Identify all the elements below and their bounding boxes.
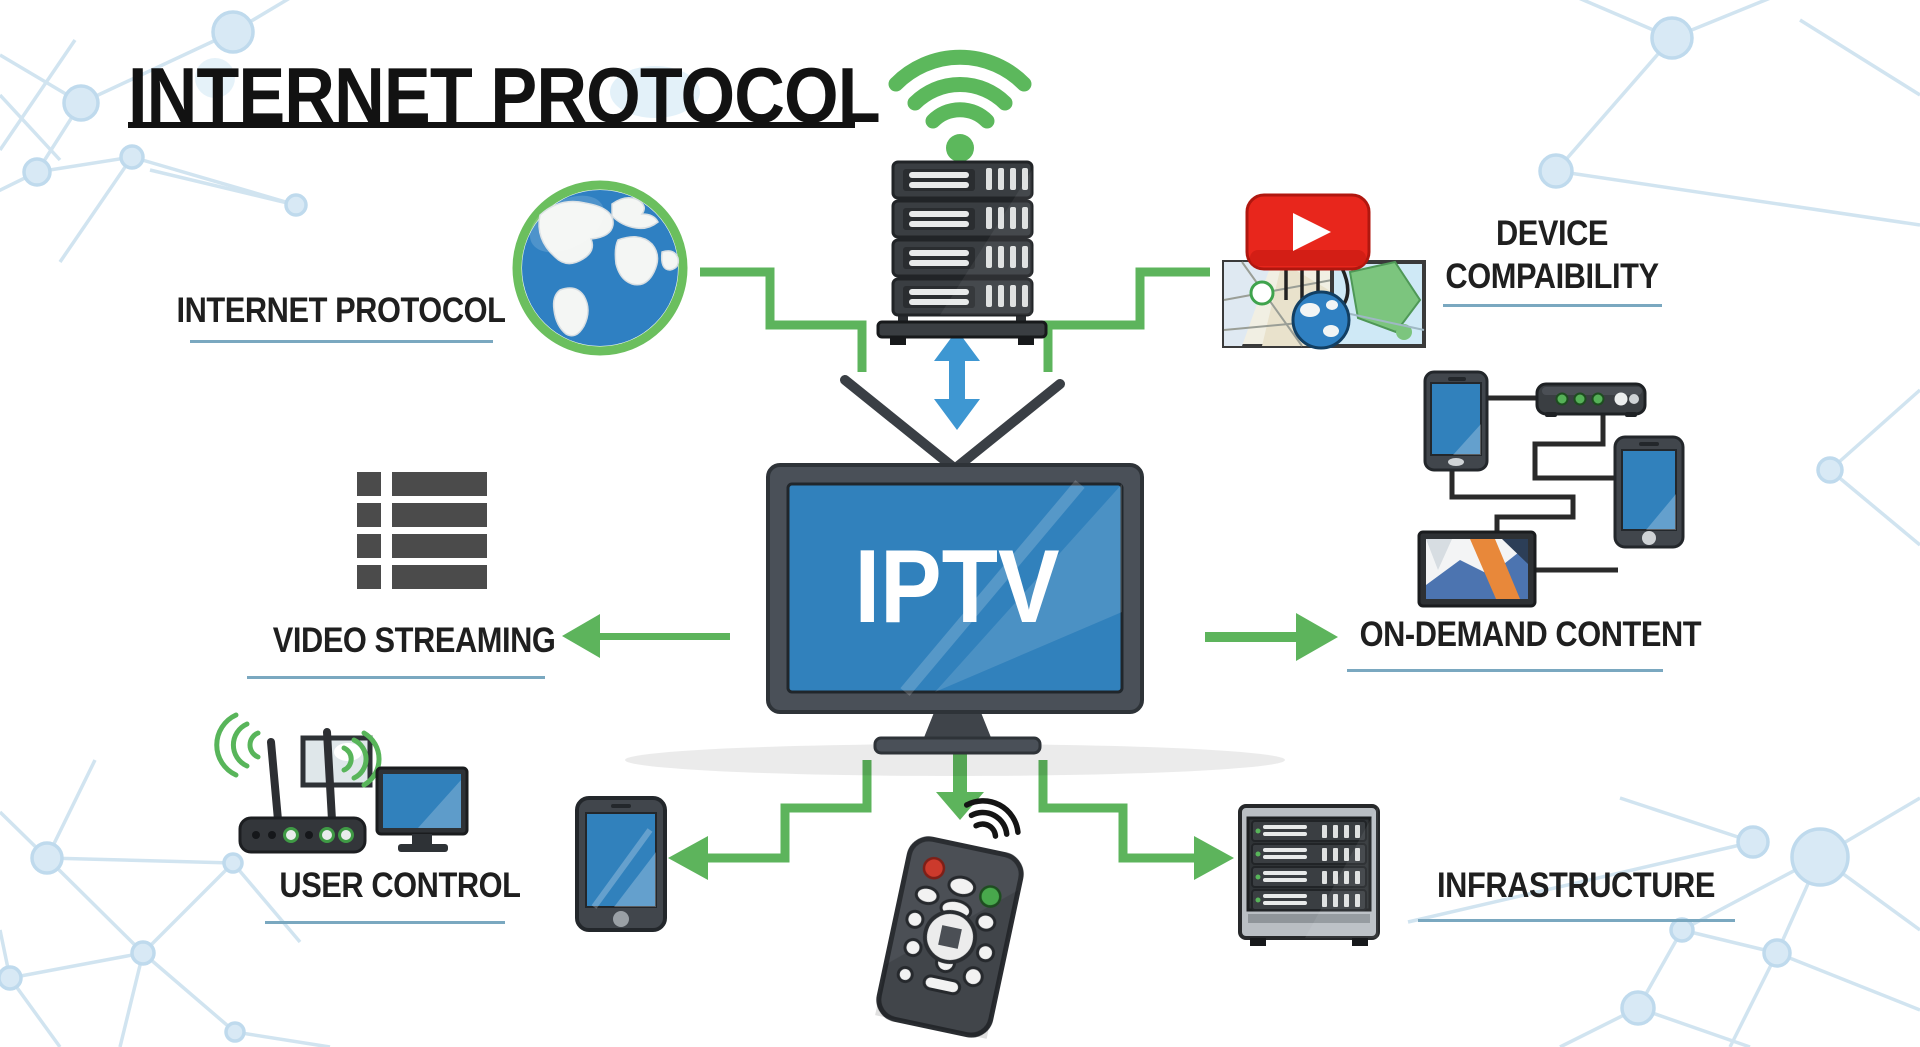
mesh-right-middle	[1816, 388, 1920, 547]
device-wires	[1449, 395, 1618, 573]
label-video-streaming: VIDEO STREAMING	[272, 621, 556, 660]
label-internet-protocol: INTERNET PROTOCOL	[176, 291, 506, 330]
router-wifi-waves-right	[341, 730, 382, 788]
mesh-top-left	[0, 0, 700, 263]
remote-control-icon	[875, 798, 1024, 1039]
up-down-arrow-icon	[934, 330, 980, 430]
mesh-top-right	[1538, 0, 1920, 227]
tv-screen-text: IPTV	[855, 529, 1060, 645]
map-collage-icon	[1222, 193, 1426, 350]
label-on-demand-content: ON-DEMAND CONTENT	[1359, 615, 1702, 654]
antenna-icon	[840, 375, 1065, 472]
tablet-icon	[575, 796, 667, 932]
server-rack-icon	[1238, 804, 1380, 946]
desktop-monitor-icon	[375, 766, 469, 852]
green-arrow-left	[562, 614, 730, 658]
green-elbow-arrow-left	[668, 760, 872, 880]
smartphone-icon	[1613, 435, 1685, 549]
label-infrastructure: INFRASTRUCTURE	[1437, 866, 1715, 905]
wifi-icon	[888, 49, 1032, 162]
device-compaibility-underline	[1443, 304, 1662, 307]
mesh-bottom-left	[0, 759, 331, 1047]
green-arrow-right	[1205, 613, 1338, 661]
green-arrow-down	[936, 746, 984, 820]
mini-globe-icon	[1291, 290, 1351, 350]
user-control-underline	[265, 921, 505, 924]
router-wifi-waves-left	[214, 712, 261, 778]
iptv-tv-icon: IPTV	[625, 375, 1285, 776]
remote-wifi-waves	[963, 798, 1021, 839]
wifi-router-icon	[214, 712, 382, 854]
label-device-line1: DEVICE	[1495, 214, 1609, 253]
label-device-line2: COMPAIBILITY	[1445, 257, 1659, 296]
label-device-compaibility: DEVICE COMPAIBILITY	[1376, 212, 1728, 298]
mesh-bottom-right	[1407, 796, 1920, 1047]
label-user-control: USER CONTROL	[279, 866, 521, 905]
youtube-play-icon	[1245, 193, 1371, 271]
globe-icon	[512, 180, 688, 356]
title-underline	[128, 122, 855, 128]
set-top-box-icon	[1535, 382, 1647, 417]
server-stack-icon	[876, 160, 1048, 345]
playlist-icon	[357, 472, 487, 589]
user-control-cluster	[214, 712, 469, 854]
content-tv-icon	[1417, 530, 1537, 608]
smartphone-icon	[1423, 370, 1489, 472]
infrastructure-underline	[1418, 919, 1735, 922]
video-streaming-underline	[247, 676, 545, 679]
on-demand-content-underline	[1347, 669, 1663, 672]
green-elbow-connector	[700, 267, 1210, 372]
green-elbow-arrow-right	[1038, 760, 1234, 880]
internet-protocol-underline	[190, 340, 493, 343]
connected-devices-icon	[1417, 370, 1685, 608]
